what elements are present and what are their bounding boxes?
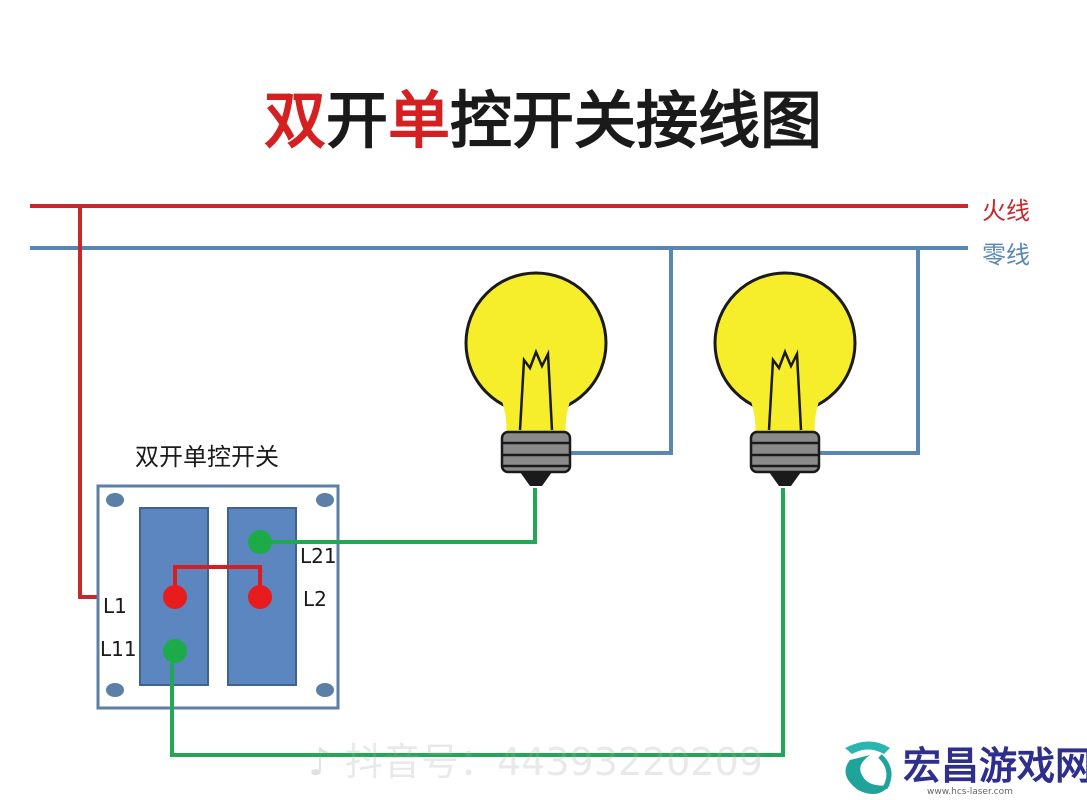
douyin-id-text: 抖音号：44393220209 <box>345 740 763 784</box>
douyin-logo-icon: ♪ <box>308 740 332 784</box>
brand-watermark: 宏昌游戏网 www.hcs-laser.com <box>845 741 1087 797</box>
switch-title: 双开单控开关 <box>135 443 279 471</box>
screw-hole-top-right <box>316 493 334 507</box>
title-part-1: 双 <box>264 84 326 157</box>
terminal-l11 <box>163 639 187 663</box>
light-bulb-2 <box>713 271 857 486</box>
neutral-drop-bulb-2 <box>815 248 920 455</box>
bulb-2-filament <box>767 348 803 431</box>
bulb-1-glass <box>464 271 608 415</box>
bulb-2-glass <box>713 271 857 415</box>
bulb-2-tip <box>769 472 801 486</box>
screw-hole-bottom-right <box>316 683 334 697</box>
terminal-label-l11: L11 <box>100 637 137 661</box>
switched-wire-bulb-1 <box>272 488 537 544</box>
terminal-l1 <box>163 585 187 609</box>
jumper-wire-l1-l2 <box>173 565 262 597</box>
terminal-label-l21: L21 <box>300 544 337 568</box>
diagram-title: 双开单控开关接线图 <box>264 84 822 157</box>
terminal-l21 <box>248 530 272 554</box>
bulb-1-neck <box>500 395 572 434</box>
brand-url: www.hcs-laser.com <box>927 787 1013 797</box>
neutral-wire-label: 零线 <box>982 241 1030 269</box>
light-bulb-1 <box>464 271 608 486</box>
title-part-4: 控开关接线图 <box>450 84 822 157</box>
brand-logo-icon <box>845 741 892 794</box>
terminal-label-l2: L2 <box>303 587 327 611</box>
terminal-l2 <box>248 585 272 609</box>
bulb-1-tip <box>520 472 552 486</box>
terminal-label-l1: L1 <box>103 594 127 618</box>
bulb-2-neck <box>749 395 821 434</box>
bulb-1-filament <box>518 348 554 431</box>
screw-hole-top-left <box>106 493 124 507</box>
neutral-drop-bulb-1 <box>566 248 673 455</box>
live-wire-label: 火线 <box>982 197 1030 225</box>
switch-plate <box>96 484 340 710</box>
douyin-watermark: ♪ 抖音号：44393220209 <box>308 740 763 784</box>
title-part-2: 开 <box>326 84 388 157</box>
brand-name: 宏昌游戏网 <box>903 744 1087 788</box>
title-part-3: 单 <box>388 84 450 157</box>
screw-hole-bottom-left <box>106 683 124 697</box>
switched-wire-bulb-2 <box>170 488 785 757</box>
